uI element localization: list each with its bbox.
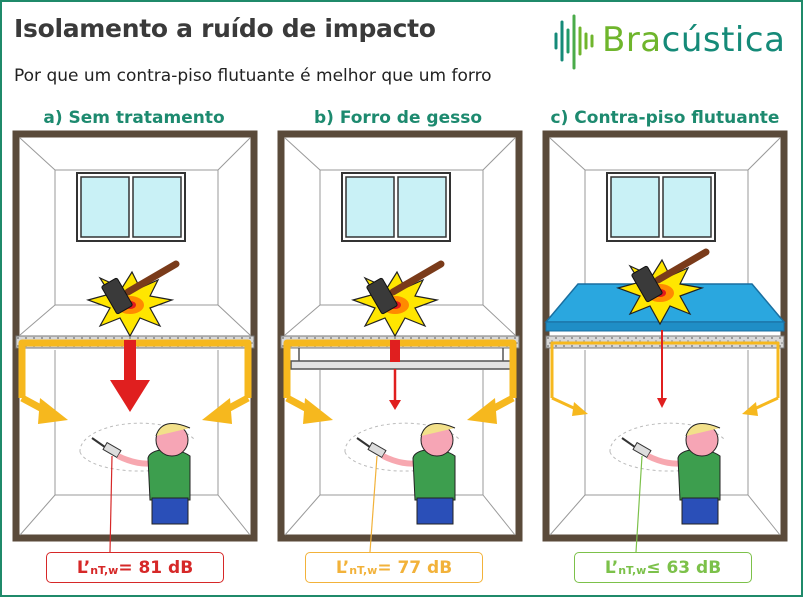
gypsum-ceiling xyxy=(290,360,512,370)
panel-title-b: b) Forro de gesso xyxy=(313,108,483,128)
person-c xyxy=(609,422,726,525)
logo-text-accent: cústica xyxy=(661,20,786,60)
result-badge-c: L’nT,w ≤ 63 dB xyxy=(574,552,752,583)
flanking-arrow-b-right xyxy=(467,394,515,424)
result-a-value: = 81 dB xyxy=(118,557,194,578)
hammer-icon-c xyxy=(631,248,710,303)
flanking-arrow-c-right xyxy=(742,396,779,416)
hammer-icon-b xyxy=(366,260,445,315)
direct-arrow-a xyxy=(110,340,150,412)
flanking-arrow-a-right xyxy=(202,394,250,424)
result-badge-a: L’nT,w = 81 dB xyxy=(46,552,224,583)
panel-title-a: a) Sem tratamento xyxy=(43,108,225,128)
result-c-prefix: L’ xyxy=(604,557,619,578)
flanking-arrow-a-left xyxy=(20,394,68,424)
leader-line-c xyxy=(635,455,643,553)
result-b-value: = 77 dB xyxy=(377,557,453,578)
room-c xyxy=(542,130,788,542)
result-b-prefix: L’ xyxy=(335,557,350,578)
person-b xyxy=(344,422,461,525)
window-a xyxy=(76,172,186,242)
result-c-sub: nT,w xyxy=(618,564,647,577)
page-subtitle: Por que um contra-piso flutuante é melho… xyxy=(14,66,492,86)
flanking-arrow-b-left xyxy=(285,394,333,424)
direct-arrow-c xyxy=(657,330,667,408)
result-b-sub: nT,w xyxy=(349,564,378,577)
leader-line-b xyxy=(369,455,378,553)
leader-line-a xyxy=(109,455,113,553)
logo-text-primary: Bra xyxy=(602,20,662,60)
result-badge-b: L’nT,w = 77 dB xyxy=(305,552,483,583)
page-title: Isolamento a ruído de impacto xyxy=(14,14,436,43)
flanking-paths-c xyxy=(550,341,780,398)
logo-wordmark: Bracústica xyxy=(602,20,785,60)
logo-bars-icon xyxy=(554,14,594,70)
flanking-arrow-c-left xyxy=(551,396,588,416)
bracustica-logo xyxy=(554,14,594,70)
person-a xyxy=(79,422,196,525)
result-a-prefix: L’ xyxy=(76,557,91,578)
result-c-value: ≤ 63 dB xyxy=(646,557,722,578)
hammer-icon-a xyxy=(101,260,180,315)
room-b xyxy=(277,130,523,542)
direct-arrow-b xyxy=(389,340,401,410)
result-a-sub: nT,w xyxy=(90,564,119,577)
window-c xyxy=(606,172,716,242)
panel-title-c: c) Contra-piso flutuante xyxy=(550,108,780,128)
room-a xyxy=(12,130,258,542)
window-b xyxy=(341,172,451,242)
